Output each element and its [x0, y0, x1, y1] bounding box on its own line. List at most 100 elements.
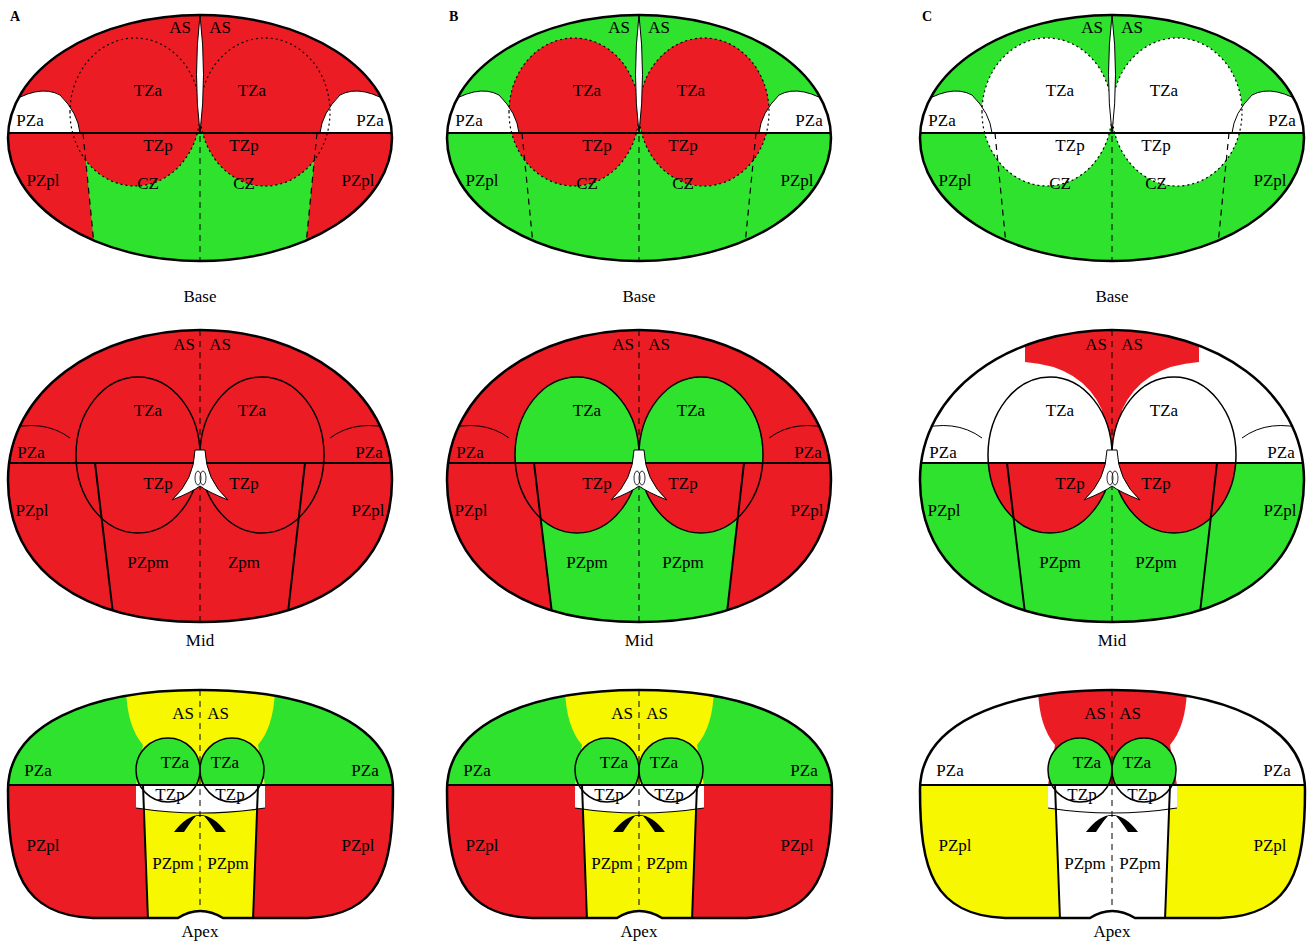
prostate-section	[915, 685, 1311, 930]
zone-label: PZpl	[465, 172, 498, 189]
zone-label: TZa	[1046, 82, 1074, 99]
zone-label: TZp	[1127, 786, 1156, 803]
zone-label: TZp	[1141, 475, 1170, 492]
zone-label: AS	[172, 705, 194, 722]
peripheral-anterior-zone	[442, 91, 519, 133]
zone-label: TZp	[229, 137, 258, 154]
zone-label: TZa	[134, 402, 162, 419]
anterior-stroma-zone	[3, 685, 408, 930]
verumontanum	[1107, 471, 1118, 485]
section-caption: Base	[183, 288, 216, 305]
zone-label: TZp	[155, 786, 184, 803]
zone-label: AS	[608, 19, 630, 36]
peripheral-anterior-zone	[320, 91, 397, 133]
peripheral-anterior-zone	[1232, 91, 1309, 133]
zone-label: TZp	[1055, 475, 1084, 492]
section-caption: Mid	[186, 632, 214, 649]
urethra	[197, 15, 204, 133]
zone-label: TZa	[134, 82, 162, 99]
section-caption: Mid	[625, 632, 653, 649]
peripheral-lateral-zone	[442, 133, 847, 275]
zone-label: TZa	[1123, 754, 1151, 771]
zone-label: CZ	[576, 175, 598, 192]
prostate-outline	[447, 15, 831, 261]
peripheral-lateral-zone	[442, 785, 847, 930]
zone-label: TZa	[238, 402, 266, 419]
prostate-outline	[447, 690, 832, 918]
zone-label: TZa	[211, 754, 239, 771]
section-caption: Mid	[1098, 632, 1126, 649]
zone-label: AS	[1081, 19, 1103, 36]
prostate-section	[3, 685, 408, 930]
zone-label: AS	[173, 336, 195, 353]
zone-label: CZ	[1145, 175, 1167, 192]
zone-label: TZa	[238, 82, 266, 99]
zone-label: TZp	[654, 786, 683, 803]
zone-label: AS	[1084, 705, 1106, 722]
peripheral-anterior-zone	[3, 91, 80, 133]
zone-label: AS	[1121, 19, 1143, 36]
zone-label: CZ	[1049, 175, 1071, 192]
zone-label: PZpl	[454, 502, 487, 519]
zone-label: PZpm	[1135, 554, 1177, 571]
zone-label: PZa	[790, 762, 817, 779]
anterior-stroma-zone	[915, 685, 1311, 930]
midline	[200, 690, 201, 920]
zone-label: TZa	[677, 402, 705, 419]
zone-label: TZp	[1055, 137, 1084, 154]
zone-label: PZpm	[662, 554, 704, 571]
peripheral-lateral-zone	[3, 785, 408, 930]
zone-label: PZa	[356, 112, 383, 129]
zone-label: TZp	[143, 475, 172, 492]
section-caption: Apex	[182, 923, 219, 940]
zone-label: AS	[209, 19, 231, 36]
verumontanum	[195, 471, 206, 485]
anterior-stroma-zone	[442, 325, 847, 630]
prostate-section	[442, 10, 847, 275]
peripheral-lateral-zone	[915, 785, 1311, 930]
zone-label: CZ	[137, 175, 159, 192]
zone-label: AS	[1085, 336, 1107, 353]
prostate-outline	[920, 330, 1304, 622]
coronal-line	[447, 784, 832, 786]
section-caption: Apex	[621, 923, 658, 940]
zone-label: TZa	[1073, 754, 1101, 771]
zone-label: PZpm	[127, 554, 169, 571]
zone-label: PZpm	[591, 855, 633, 872]
zone-label: PZa	[463, 762, 490, 779]
zone-label: PZpl	[341, 172, 374, 189]
peripheral-lateral-zone	[915, 133, 1311, 275]
zone-label: PZa	[17, 444, 44, 461]
zone-label: PZa	[936, 762, 963, 779]
panel-letter: B	[449, 10, 458, 24]
peripheral-anterior-zone	[1170, 685, 1310, 785]
midline	[1112, 690, 1113, 920]
anterior-stroma-zone	[3, 325, 408, 630]
coronal-line	[920, 784, 1305, 786]
zone-label: CZ	[233, 175, 255, 192]
anterior-stroma-zone	[442, 685, 847, 930]
zone-label: TZp	[229, 475, 258, 492]
zone-label: PZpl	[341, 837, 374, 854]
zone-label: AS	[612, 336, 634, 353]
zone-label: TZp	[1141, 137, 1170, 154]
zone-label: PZa	[355, 444, 382, 461]
zone-label: AS	[209, 336, 231, 353]
zone-label: TZp	[215, 786, 244, 803]
midline	[639, 690, 640, 920]
zone-label: PZa	[928, 112, 955, 129]
zone-label: PZa	[456, 444, 483, 461]
zone-label: TZa	[161, 754, 189, 771]
zone-label: PZpl	[780, 172, 813, 189]
panel-letter: C	[922, 10, 932, 24]
zone-label: TZa	[1046, 402, 1074, 419]
prostate-outline	[8, 15, 392, 261]
zone-label: AS	[1119, 705, 1141, 722]
zone-label: PZa	[16, 112, 43, 129]
zone-label: AS	[648, 19, 670, 36]
zone-label: Zpm	[228, 554, 260, 571]
urethra	[636, 15, 643, 133]
anterior-stroma-zone	[915, 10, 1311, 275]
anterior-stroma-zone	[442, 10, 847, 275]
